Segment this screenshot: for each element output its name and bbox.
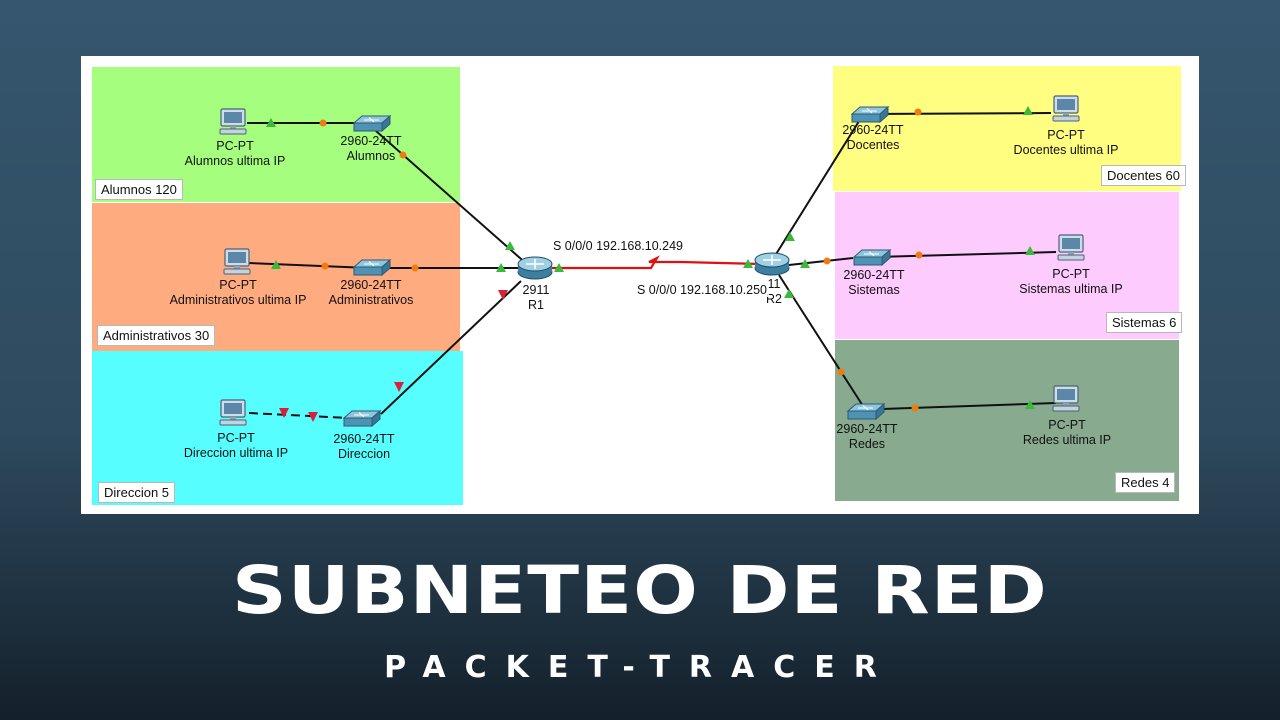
serial-link	[551, 255, 762, 270]
pc-icon	[1057, 234, 1085, 261]
switch-icon	[353, 259, 391, 276]
switch-icon	[853, 249, 891, 266]
zone-label-alumnos: Alumnos 120	[95, 179, 183, 200]
zone-label-redes: Redes 4	[1115, 472, 1176, 493]
serial-label-r2: S 0/0/0 192.168.10.250	[635, 283, 769, 297]
switch-icon	[851, 106, 889, 123]
pc-icon	[1052, 385, 1080, 412]
link-sw-docentes-r2	[772, 117, 862, 260]
link-sw-sistemas-pc	[875, 251, 1057, 258]
zone-label-direccion: Direccion 5	[98, 482, 176, 503]
pc-icon	[219, 399, 247, 426]
topology-links	[219, 95, 1085, 427]
link-sw-docentes-pc	[875, 112, 1052, 115]
link-sw-redes-pc	[880, 402, 1057, 410]
pc-icon	[1052, 95, 1080, 122]
zone-label-docentes: Docentes 60	[1101, 165, 1186, 186]
switch-icon	[353, 115, 391, 132]
page-title: SUBNETEO DE RED	[232, 552, 1048, 629]
link-sw-direccion-r1	[380, 280, 522, 415]
link-r2-sw-sistemas	[788, 257, 854, 266]
link-pc-sw-direccion	[248, 412, 350, 419]
topology-canvas: Alumnos 120 Administrativos 30 Direccion…	[81, 56, 1199, 514]
zone-label-sistemas: Sistemas 6	[1106, 312, 1183, 333]
pc-icon	[223, 248, 251, 275]
pc-icon	[219, 108, 247, 135]
zone-direccion	[92, 351, 463, 505]
link-pc-sw-admin	[248, 262, 370, 269]
switch-icon	[343, 410, 381, 427]
router-icon	[517, 256, 553, 280]
switch-icon	[847, 403, 885, 420]
router-icon	[754, 252, 790, 276]
status-indicators	[266, 106, 1035, 422]
serial-label-r1: S 0/0/0 192.168.10.249	[551, 239, 685, 253]
page-subtitle: PACKET-TRACER	[384, 650, 896, 685]
zone-label-administrativos: Administrativos 30	[97, 325, 216, 346]
